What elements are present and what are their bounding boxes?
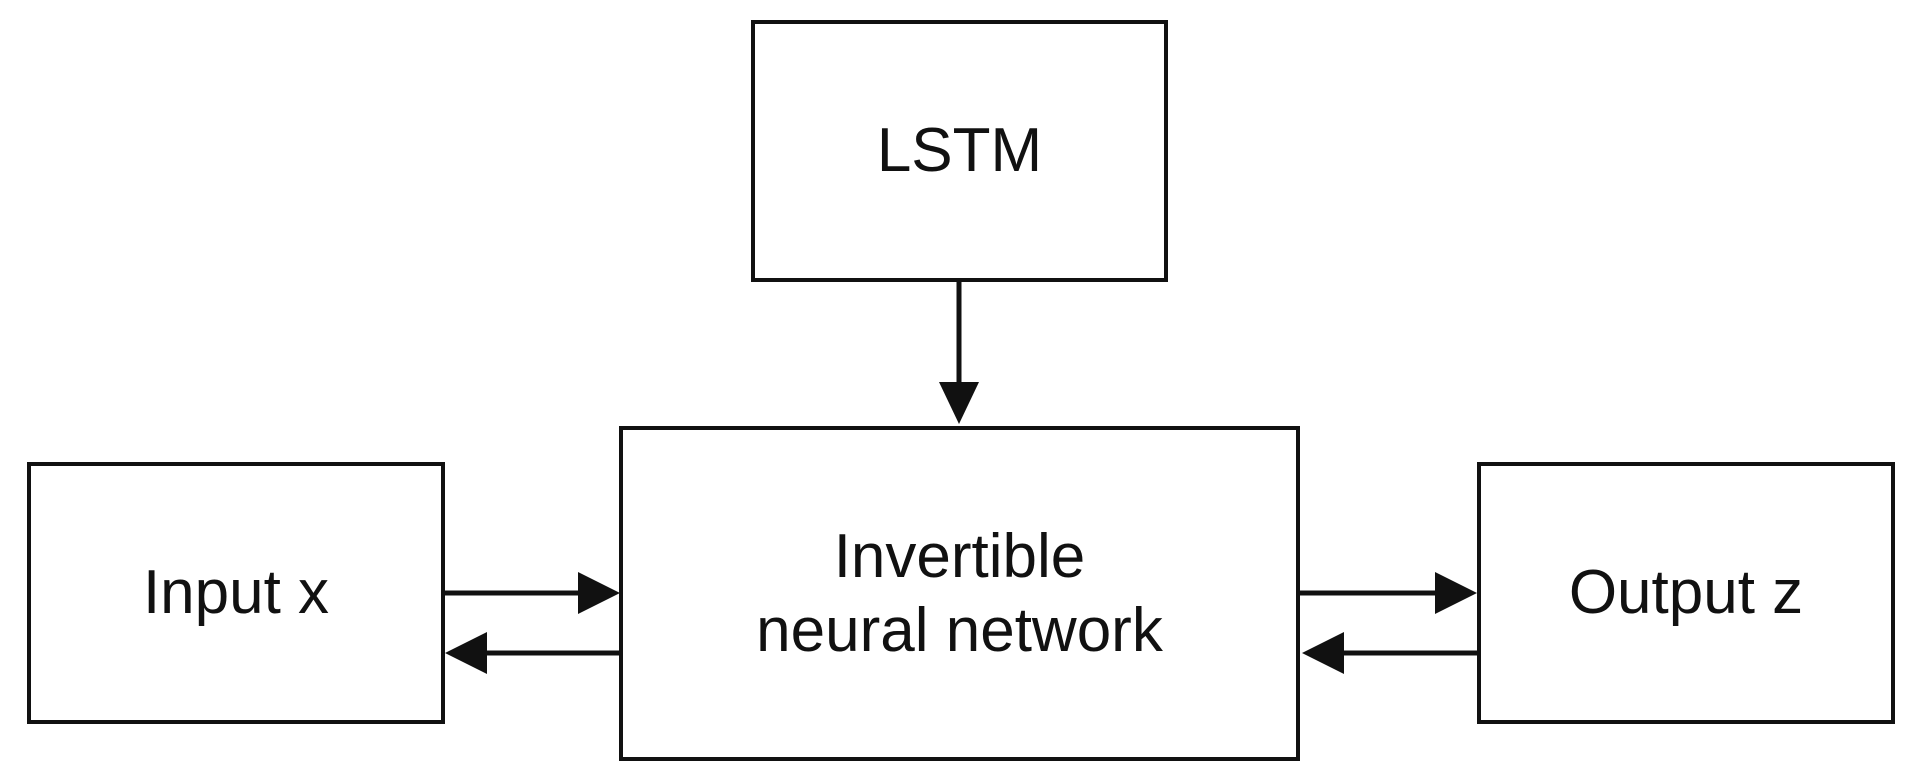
arrow-output-to-inn: [1302, 632, 1477, 674]
lstm-box: LSTM: [751, 20, 1168, 282]
arrow-lstm-to-inn: [939, 282, 979, 424]
invertible-neural-network-label: Invertible neural network: [756, 522, 1163, 665]
input-x-box: Input x: [27, 462, 445, 724]
arrow-inn-to-output: [1300, 572, 1477, 614]
lstm-label: LSTM: [876, 116, 1043, 186]
arrow-input-to-inn: [445, 572, 620, 614]
output-z-box: Output z: [1477, 462, 1895, 724]
output-z-label: Output z: [1568, 558, 1804, 628]
arrow-inn-to-input: [445, 632, 619, 674]
invertible-neural-network-box: Invertible neural network: [619, 426, 1300, 761]
input-x-label: Input x: [142, 558, 330, 628]
